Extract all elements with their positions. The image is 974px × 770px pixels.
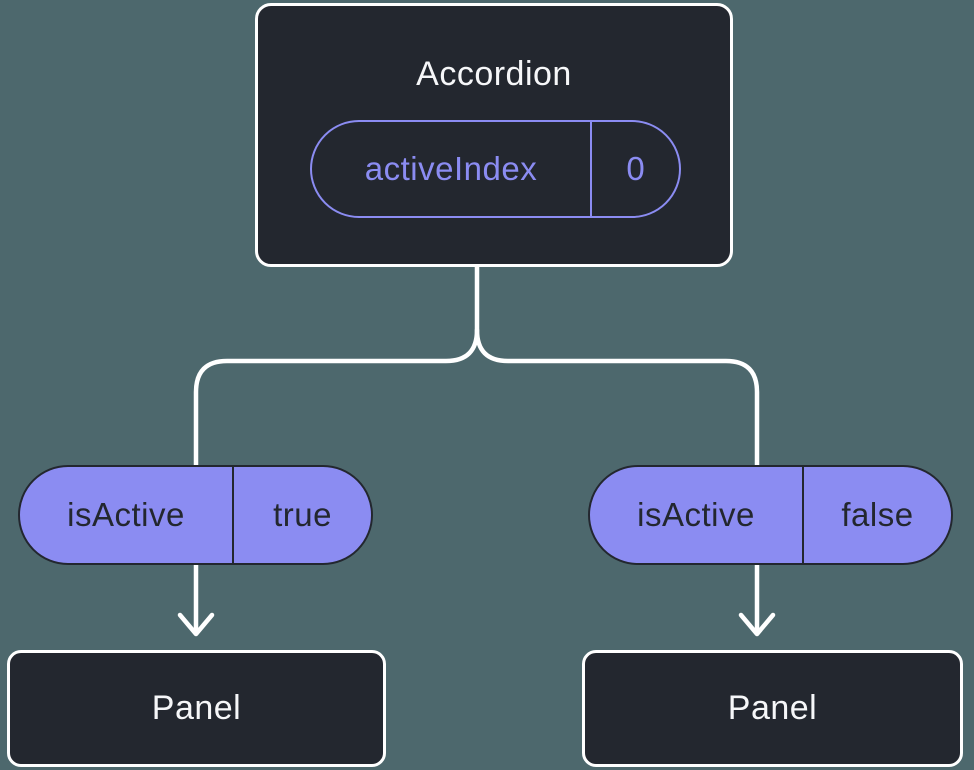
branch-right-line xyxy=(474,327,760,469)
prop-pill-right-label: isActive xyxy=(637,496,755,533)
prop-pill-right: isActive false xyxy=(588,465,953,565)
panel-node-left-title: Panel xyxy=(151,689,242,727)
state-pill: activeIndex 0 xyxy=(310,120,681,218)
prop-pill-left-label: isActive xyxy=(67,496,185,533)
accordion-node: Accordion activeIndex 0 xyxy=(255,3,733,267)
state-pill-label: activeIndex xyxy=(364,150,538,187)
panel-node-left: Panel xyxy=(7,650,386,767)
arrow-left-head-icon xyxy=(177,612,215,637)
panel-node-right-title: Panel xyxy=(727,689,818,727)
panel-node-right: Panel xyxy=(582,650,963,767)
state-pill-value: 0 xyxy=(590,122,679,216)
accordion-node-title: Accordion xyxy=(416,55,572,93)
prop-pill-left: isActive true xyxy=(18,465,373,565)
arrow-right-head-icon xyxy=(738,612,776,637)
prop-pill-left-value: true xyxy=(232,467,371,563)
branch-left-line xyxy=(193,262,480,469)
prop-pill-right-value: false xyxy=(802,467,951,563)
